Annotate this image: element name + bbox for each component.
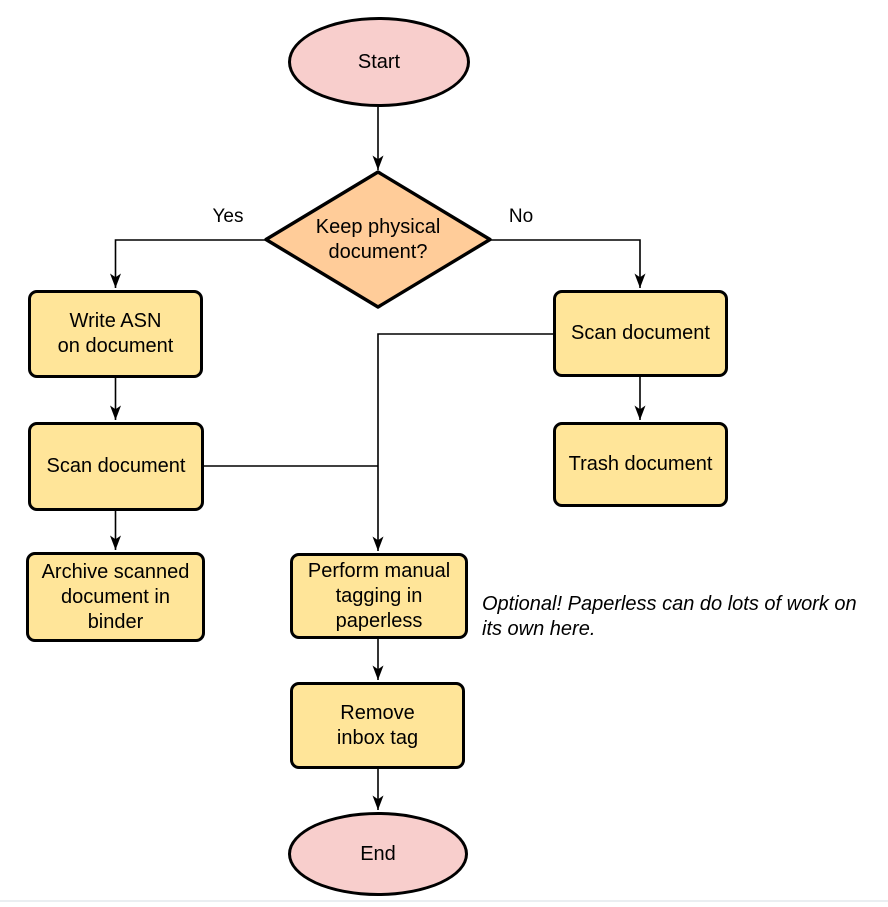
node-end: End — [288, 812, 468, 896]
edge-scan-right-to-tagging — [372, 333, 553, 551]
node-decision-label: Keep physical document? — [315, 215, 441, 263]
node-remove-inbox-tag: Remove inbox tag — [290, 682, 465, 769]
decision-diamond-shape — [264, 170, 492, 309]
node-trash-document: Trash document — [553, 422, 728, 507]
edge-label-no: No — [508, 206, 534, 227]
node-start: Start — [288, 17, 470, 107]
node-manual-tagging-label: Perform manual tagging in paperless — [307, 559, 451, 632]
edge-label-yes: Yes — [212, 206, 244, 227]
node-start-label: Start — [357, 50, 401, 73]
node-write-asn: Write ASN on document — [28, 290, 203, 378]
node-scan-document-left: Scan document — [28, 422, 204, 511]
node-write-asn-label: Write ASN on document — [57, 310, 174, 357]
node-manual-tagging: Perform manual tagging in paperless — [290, 553, 468, 639]
node-end-label: End — [360, 842, 396, 865]
node-scan-document-left-label: Scan document — [46, 455, 186, 477]
bottom-hairline — [0, 900, 888, 902]
node-archive-scanned-label: Archive scanned document in binder — [41, 560, 190, 633]
node-scan-document-right: Scan document — [553, 290, 728, 377]
edge-decision-yes-to-write-asn — [110, 239, 266, 288]
node-scan-document-right-label: Scan document — [571, 322, 710, 344]
annotation-optional-note: Optional! Paperless can do lots of work … — [482, 593, 857, 640]
node-trash-document-label: Trash document — [568, 453, 713, 475]
edge-decision-no-to-scan-right — [490, 239, 646, 288]
node-archive-scanned: Archive scanned document in binder — [26, 552, 205, 642]
node-remove-inbox-tag-label: Remove inbox tag — [336, 701, 419, 749]
